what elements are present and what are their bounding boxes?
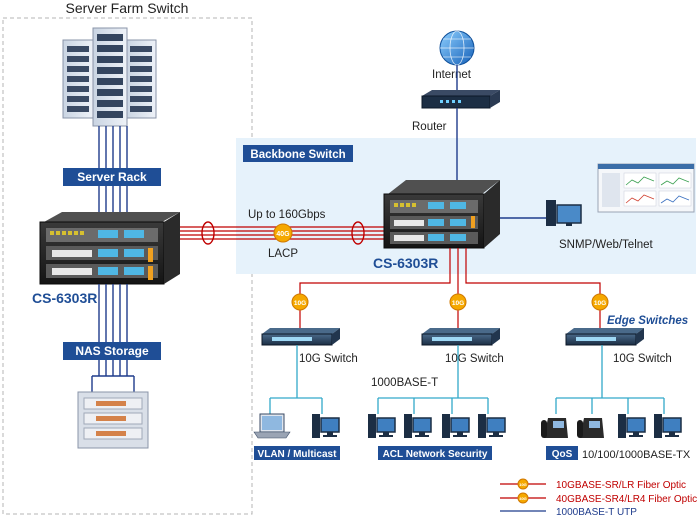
server-rack-icon bbox=[62, 27, 157, 127]
edge-switch-right bbox=[565, 328, 644, 346]
trunk-40g-badge-text: 40G bbox=[276, 231, 290, 238]
server-rack-label: Server Rack bbox=[77, 170, 147, 184]
desktop-pc-icons bbox=[312, 414, 682, 438]
trunk-bandwidth-label: Up to 160Gbps bbox=[248, 209, 326, 221]
router-icon bbox=[421, 90, 500, 109]
trunk-40g-badge bbox=[273, 223, 293, 243]
acl-security-label: ACL Network Security bbox=[383, 449, 488, 460]
legend: 10G 10GBASE-SR/LR Fiber Optic 40G 40GBAS… bbox=[500, 478, 697, 518]
server-farm-title: Server Farm Switch bbox=[66, 0, 189, 16]
svg-text:40G: 40G bbox=[519, 496, 527, 501]
qos-label: QoS bbox=[552, 449, 573, 460]
acl-security-label-box bbox=[378, 446, 492, 460]
vlan-multicast-label: VLAN / Multicast bbox=[258, 449, 338, 460]
edge-switch-middle bbox=[421, 328, 500, 346]
svg-text:10G: 10G bbox=[519, 482, 527, 487]
edge-switch-middle-label: 10G Switch bbox=[445, 353, 504, 365]
management-label: SNMP/Web/Telnet bbox=[559, 239, 654, 251]
backbone-switch-chassis bbox=[383, 180, 500, 249]
legend-40g-label: 40GBASE-SR4/LR4 Fiber Optic bbox=[556, 494, 697, 505]
right-port-label: 10/100/1000BASE-TX bbox=[582, 449, 691, 461]
edge-switch-left bbox=[261, 328, 340, 346]
lacp-group-marker-left bbox=[201, 221, 215, 245]
nas-uplink-cables bbox=[91, 284, 135, 394]
ip-phone-icons bbox=[541, 418, 604, 438]
laptop-icon bbox=[253, 413, 291, 439]
backbone-switch-label-box bbox=[243, 145, 353, 162]
svg-text:10G: 10G bbox=[294, 300, 306, 307]
lacp-group-marker-right bbox=[351, 221, 365, 245]
svg-text:10G: 10G bbox=[452, 300, 464, 307]
middle-port-label: 1000BASE-T bbox=[371, 377, 438, 389]
management-pc-icon bbox=[546, 200, 582, 226]
globe-icon bbox=[439, 30, 475, 66]
svg-text:10G: 10G bbox=[594, 300, 606, 307]
backbone-switch-model: CS-6303R bbox=[373, 255, 438, 271]
router-label: Router bbox=[412, 121, 447, 133]
server-farm-switch-chassis bbox=[39, 212, 180, 285]
nas-storage-icon bbox=[77, 391, 149, 449]
server-farm-switch-model: CS-6303R bbox=[32, 290, 97, 306]
server-rack-label-box bbox=[63, 168, 161, 186]
edge-10g-badges: 10G 10G 10G bbox=[291, 293, 609, 311]
vlan-multicast-label-box bbox=[254, 446, 340, 460]
internet-label: Internet bbox=[432, 69, 472, 81]
legend-utp-label: 1000BASE-T UTP bbox=[556, 507, 637, 518]
backbone-switch-label: Backbone Switch bbox=[250, 149, 345, 161]
nas-storage-label: NAS Storage bbox=[75, 344, 149, 358]
legend-10g-label: 10GBASE-SR/LR Fiber Optic bbox=[556, 480, 686, 491]
edge-access-cables bbox=[269, 345, 665, 414]
management-screenshot-icon bbox=[597, 163, 695, 213]
edge-switch-right-label: 10G Switch bbox=[613, 353, 672, 365]
nas-storage-label-box bbox=[63, 342, 161, 360]
trunk-lacp-label: LACP bbox=[268, 248, 298, 260]
qos-label-box bbox=[546, 446, 578, 460]
edge-switches-title: Edge Switches bbox=[607, 315, 688, 327]
edge-switch-left-label: 10G Switch bbox=[299, 353, 358, 365]
